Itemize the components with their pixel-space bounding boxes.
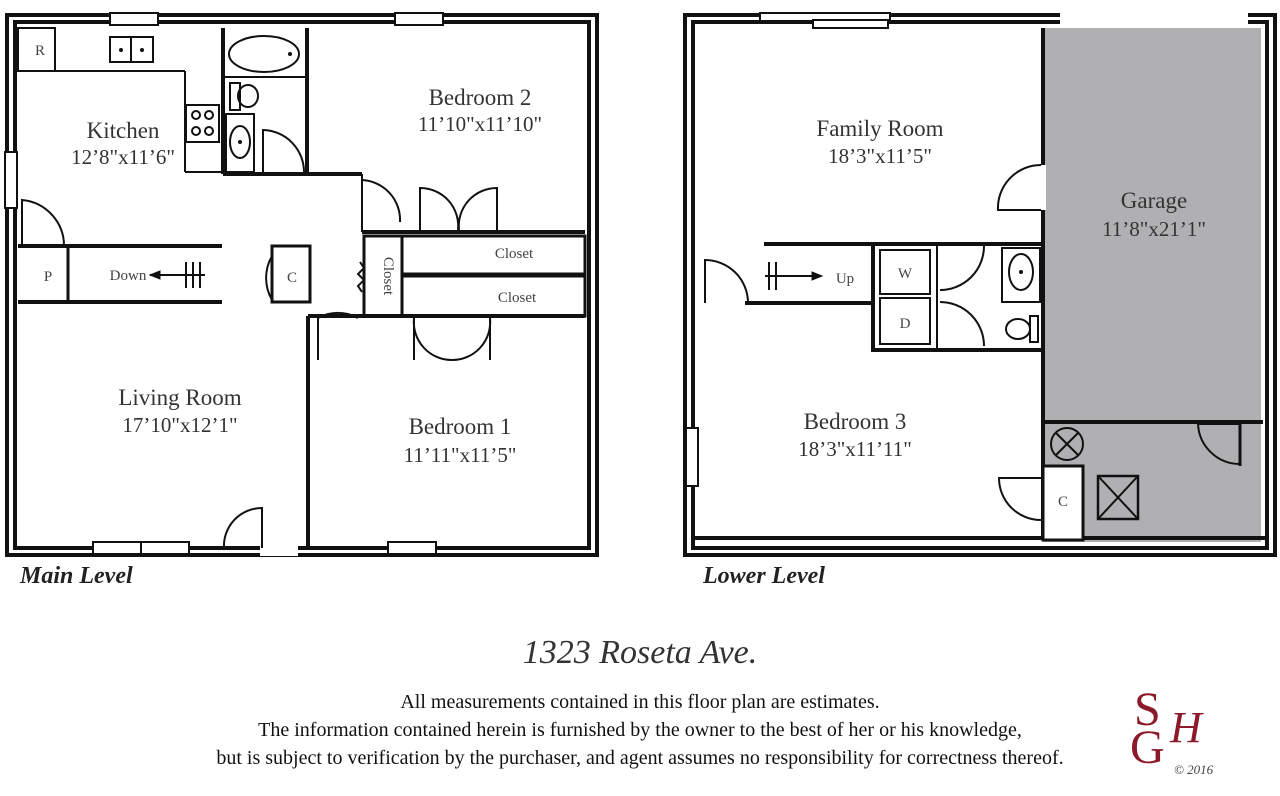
stairs-down-label: Down xyxy=(110,268,147,284)
refrigerator-label: R xyxy=(35,43,45,59)
bedroom2-label: Bedroom 2 xyxy=(429,85,532,110)
bedroom1-dim: 11’11"x11’5" xyxy=(404,443,517,467)
washer-label: W xyxy=(898,266,913,282)
lower-level-plan xyxy=(683,12,1277,557)
garage-label: Garage xyxy=(1121,188,1187,213)
kitchen-dim: 12’8"x11’6" xyxy=(71,145,175,169)
disclaimer-line: The information contained herein is furn… xyxy=(258,719,1022,741)
stairs-up-label: Up xyxy=(836,271,854,287)
logo-copyright: © 2016 xyxy=(1174,762,1214,777)
closet-bottom-label: Closet xyxy=(498,290,537,306)
bedroom3-label: Bedroom 3 xyxy=(804,409,907,434)
logo-letter-g: G xyxy=(1130,721,1165,774)
family-room-dim: 18’3"x11’5" xyxy=(828,144,932,168)
property-address: 1323 Roseta Ave. xyxy=(522,634,758,671)
main-level-plan xyxy=(4,12,599,557)
disclaimer-line: All measurements contained in this floor… xyxy=(400,691,880,713)
kitchen-label: Kitchen xyxy=(87,118,160,143)
garage-closet-label: C xyxy=(1058,494,1068,510)
pantry-label: P xyxy=(44,269,52,285)
family-room-label: Family Room xyxy=(816,116,943,141)
closet-top-label: Closet xyxy=(495,246,534,262)
disclaimer: All measurements contained in this floor… xyxy=(0,688,1280,772)
garage-dim: 11’8"x21’1" xyxy=(1102,217,1206,241)
closet-vertical-label: Closet xyxy=(380,257,396,296)
bedroom1-label: Bedroom 1 xyxy=(409,414,512,439)
shg-logo: S H G © 2016 xyxy=(1122,682,1242,782)
logo-letter-s: S xyxy=(1134,683,1161,736)
living-room-dim: 17’10"x12’1" xyxy=(122,413,237,437)
closet-c-label: C xyxy=(287,270,297,286)
living-room-label: Living Room xyxy=(118,385,241,410)
floor-plans: R Kitchen 12’8"x11’6" Bedroom 2 11’10"x1… xyxy=(4,12,1277,557)
bedroom2-dim: 11’10"x11’10" xyxy=(418,112,542,136)
bedroom3-dim: 18’3"x11’11" xyxy=(798,437,912,461)
garage-area xyxy=(1043,28,1261,542)
disclaimer-line: but is subject to verification by the pu… xyxy=(216,747,1064,769)
main-level-title: Main Level xyxy=(20,563,133,589)
dryer-label: D xyxy=(900,316,911,332)
logo-letter-h: H xyxy=(1170,703,1202,752)
lower-level-title: Lower Level xyxy=(703,563,825,589)
